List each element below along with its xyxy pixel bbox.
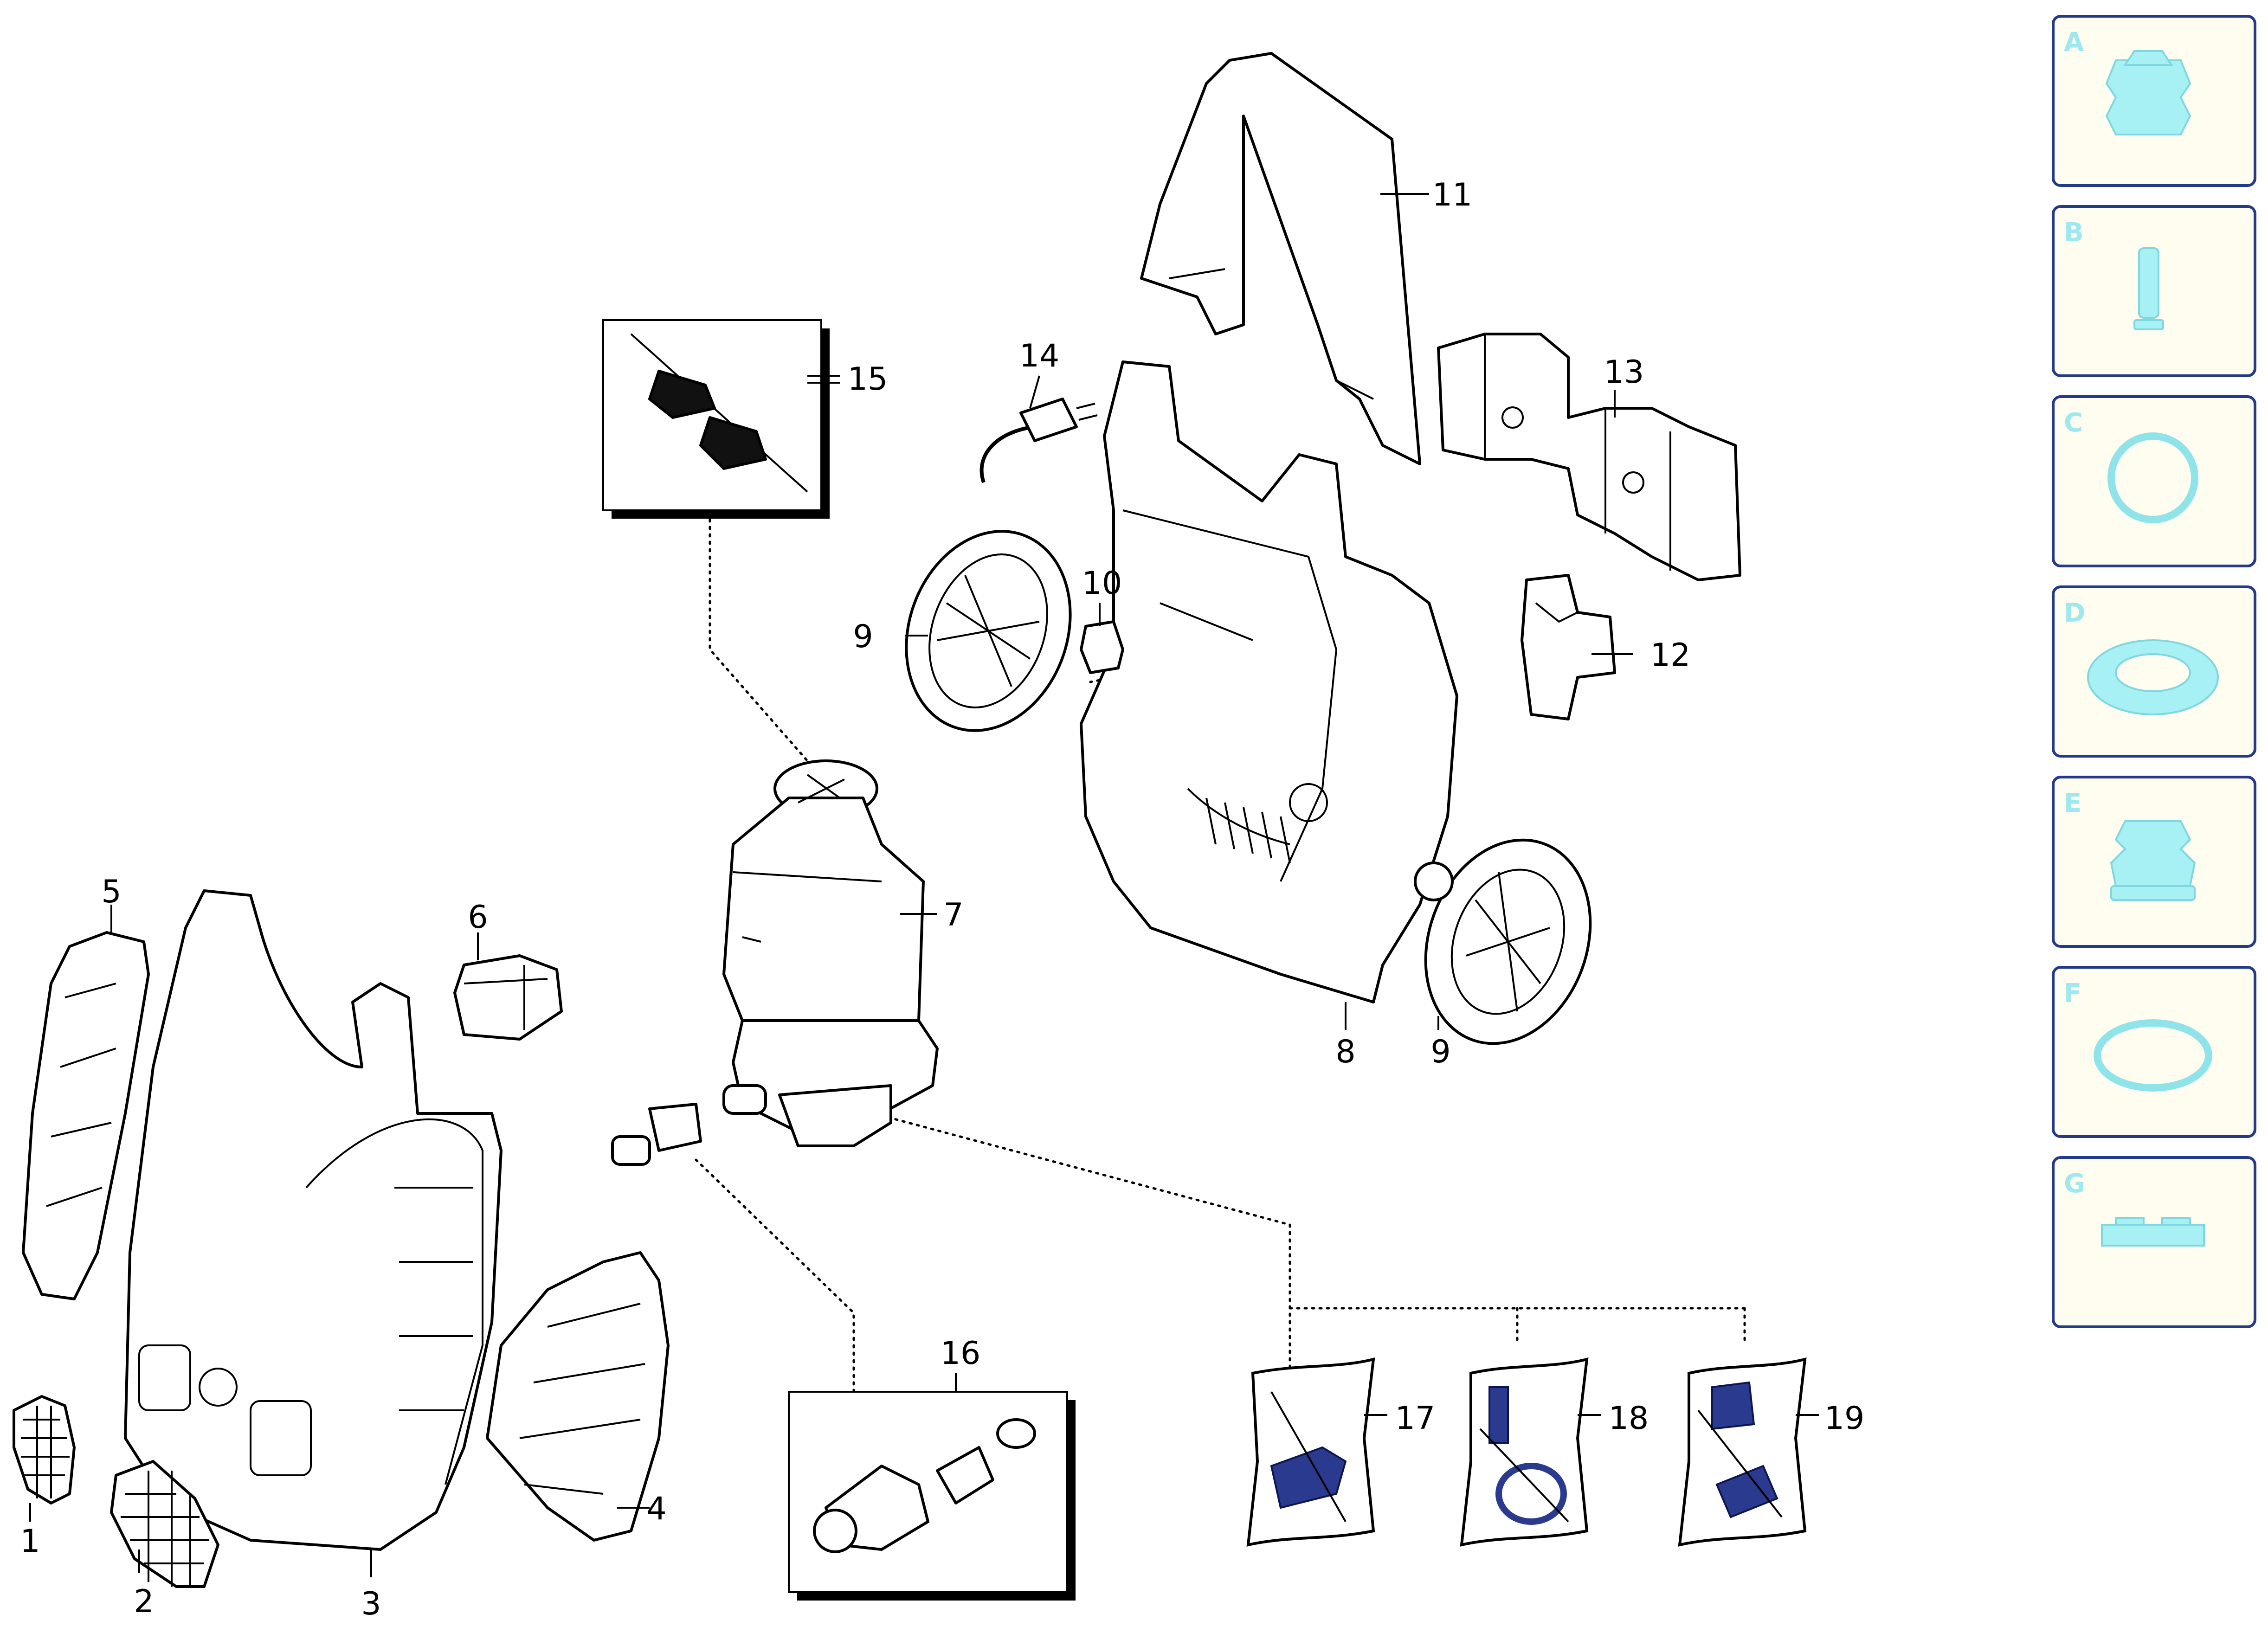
gasket-icon [2094,1019,2212,1092]
callout-19: 19 [1824,1400,1865,1437]
connector-lines [695,518,1746,1393]
callout-2: 2 [134,1583,154,1620]
motor-pump-part [611,759,939,1166]
o-ring-icon [2107,432,2198,523]
seal-card-g: G [2052,1156,2256,1328]
card-letter-g: G [2064,1169,2085,1199]
power-plug-part [979,398,1098,483]
cartridge-icon [2133,247,2164,330]
switch-part [453,954,563,1041]
callout-labels: 1 2 3 4 5 6 7 8 9 9 10 11 12 13 14 15 16… [20,177,1864,1622]
connector-kits-to-pump [889,1117,1291,1384]
callout-4: 4 [646,1491,666,1527]
seal-card-a: A [2052,15,2256,187]
callout-18: 18 [1609,1400,1649,1437]
valve-body-icon [2110,820,2196,901]
accessory-holder-part [1437,333,1741,581]
callout-6: 6 [468,899,488,936]
wheel-left-part [905,530,1072,732]
holder-part [1521,574,1616,720]
brush-kit-box [602,319,830,519]
callout-7: 7 [943,897,963,933]
callout-10: 10 [1082,565,1122,602]
callout-12: 12 [1650,637,1691,674]
callout-15: 15 [848,361,888,398]
card-letter-d: D [2064,598,2085,628]
callout-9-left: 9 [853,618,873,655]
wheel-right-part [1414,838,1592,1045]
callout-14: 14 [1019,338,1060,374]
seal-card-e: E [2052,776,2256,948]
flat-seal-icon [2101,1217,2205,1247]
card-letter-a: A [2064,27,2084,58]
left-panel-part [22,931,150,1300]
kit-18-bag [1460,1357,1589,1547]
seal-card-d: D [2052,585,2256,758]
seal-card-c: C [2052,395,2256,567]
callout-9-right: 9 [1430,1034,1450,1070]
callout-11: 11 [1432,177,1473,213]
card-letter-f: F [2064,978,2081,1009]
right-panel-part [486,1251,670,1542]
callout-1: 1 [20,1523,40,1560]
seal-card-b: B [2052,205,2256,377]
connector-15-to-motor [709,518,809,762]
seal-ring-icon [2087,639,2219,715]
grille-2-part [110,1460,219,1588]
card-letter-c: C [2064,408,2083,438]
front-housing-part [124,889,503,1551]
handle-part [1140,52,1421,465]
callout-17: 17 [1395,1400,1436,1437]
grille-1-part [13,1395,76,1504]
seal-card-f: F [2052,966,2256,1138]
clip-part [1080,620,1124,674]
callout-13: 13 [1604,354,1644,391]
coupling-kit-box [788,1391,1076,1601]
kit-19-bag [1678,1357,1807,1547]
main-frame-part [1080,360,1458,1003]
callout-3: 3 [361,1586,381,1622]
card-letter-e: E [2064,788,2081,818]
connector-16-to-coupling [695,1158,855,1393]
callout-16: 16 [941,1335,981,1372]
pump-head-icon [2105,50,2191,135]
callout-5: 5 [101,874,121,910]
callout-8: 8 [1335,1034,1355,1070]
kit-17-bag [1246,1357,1375,1547]
card-letter-b: B [2064,218,2084,248]
leader-lines [29,193,1819,1577]
